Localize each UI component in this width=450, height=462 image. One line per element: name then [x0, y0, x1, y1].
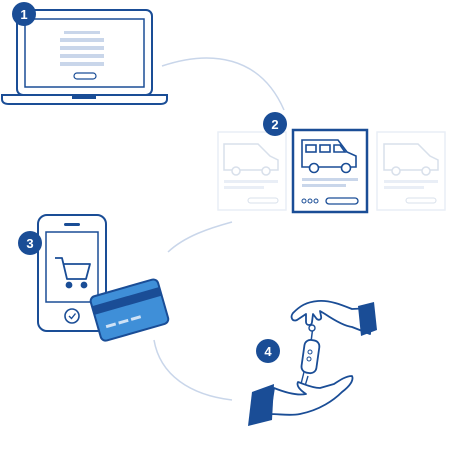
select-van-button [325, 197, 359, 205]
laptop-base [1, 94, 168, 105]
connector-2-3 [167, 221, 233, 253]
step-4-badge: 4 [256, 339, 280, 363]
laptop-notch [72, 95, 96, 99]
step-1-number: 1 [20, 7, 27, 22]
connector-3-4 [153, 339, 233, 401]
step-4-key-handover [248, 299, 377, 426]
phone-screen [45, 231, 99, 303]
step-1-badge: 1 [12, 2, 36, 26]
form-lines [60, 31, 104, 66]
step-3-payment [37, 214, 170, 342]
phone-earpiece [64, 223, 80, 226]
step-3-number: 3 [26, 236, 33, 251]
receiving-hand-icon [248, 375, 354, 426]
step-2-number: 2 [271, 117, 278, 132]
step-2-van-listings [217, 128, 446, 214]
connector-curves [153, 57, 285, 401]
step-2-badge: 2 [263, 112, 287, 136]
van-card-right [376, 131, 446, 211]
step-3-badge: 3 [18, 231, 42, 255]
connector-1-2 [161, 57, 285, 111]
van-icon [301, 139, 357, 174]
van-card-left [217, 131, 287, 211]
van-card-selected [291, 128, 369, 214]
phone-home-button [64, 308, 80, 324]
credit-card-icon [89, 278, 170, 342]
step-4-number: 4 [264, 344, 272, 359]
giving-hand-icon [290, 299, 377, 336]
step-1-laptop [1, 9, 168, 105]
form-submit-button [73, 72, 97, 80]
key-fob-icon [300, 324, 321, 387]
laptop-inner-screen [24, 18, 145, 88]
shopping-cart-icon [55, 257, 91, 289]
